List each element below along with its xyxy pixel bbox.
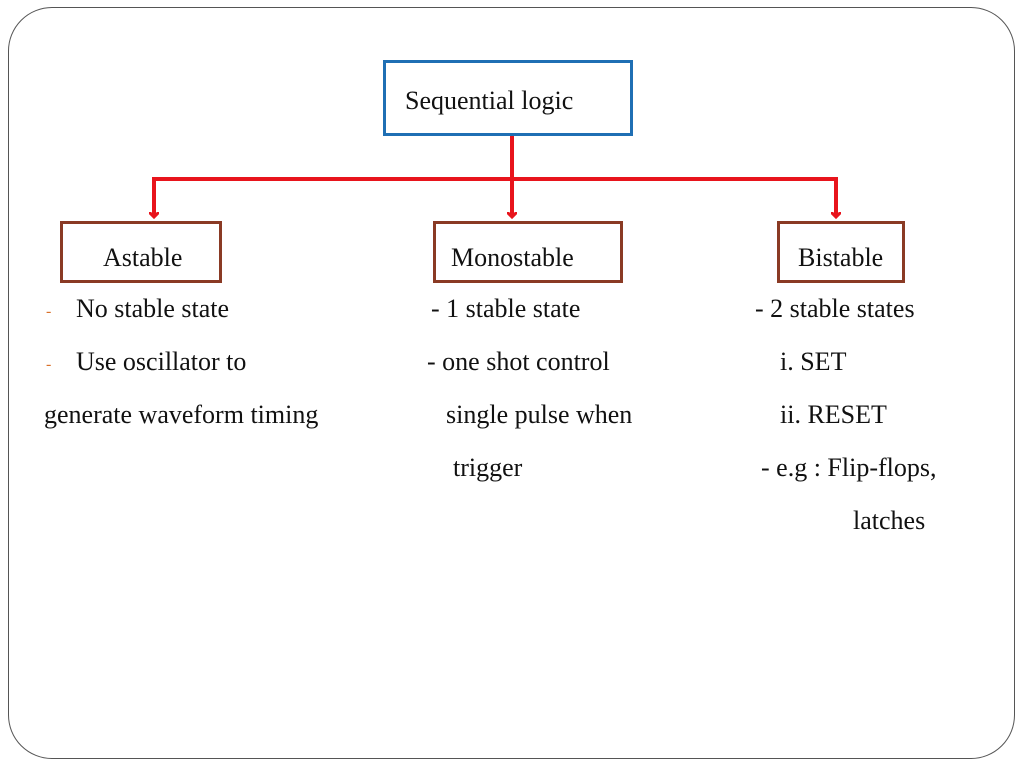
node-astable: Astable xyxy=(60,221,222,283)
monostable-note-line-2: - one shot control xyxy=(427,347,610,376)
bistable-note-line-1: - 2 stable states xyxy=(755,294,915,323)
bistable-note-line-4: - e.g : Flip-flops, xyxy=(761,453,937,482)
root-node-sequential-logic: Sequential logic xyxy=(383,60,633,136)
monostable-note-line-1: - 1 stable state xyxy=(431,294,581,323)
slide-frame xyxy=(8,7,1015,759)
astable-bullet-2: - xyxy=(46,356,52,373)
node-monostable: Monostable xyxy=(433,221,623,283)
node-bistable-label: Bistable xyxy=(798,243,884,272)
bistable-note-line-5: latches xyxy=(853,506,926,535)
node-monostable-label: Monostable xyxy=(451,243,574,272)
node-bistable: Bistable xyxy=(777,221,905,283)
bistable-note-line-3: ii. RESET xyxy=(780,400,887,429)
astable-note-line-2: Use oscillator to xyxy=(76,347,247,376)
node-astable-label: Astable xyxy=(103,243,183,272)
bistable-note-line-2: i. SET xyxy=(780,347,847,376)
astable-bullet-1: - xyxy=(46,303,52,320)
astable-note-line-3: generate waveform timing xyxy=(44,400,319,429)
root-node-label: Sequential logic xyxy=(405,86,574,115)
monostable-note-line-4: trigger xyxy=(453,453,523,482)
astable-note-line-1: No stable state xyxy=(76,294,230,323)
monostable-note-line-3: single pulse when xyxy=(446,400,633,429)
